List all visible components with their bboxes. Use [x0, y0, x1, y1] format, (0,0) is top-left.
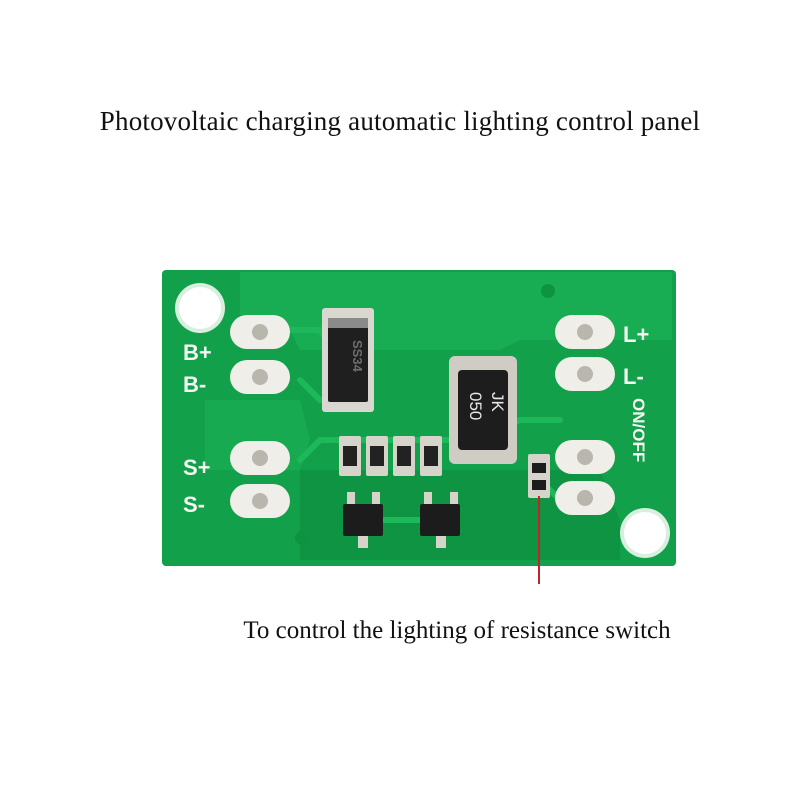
solder-pads-right: [555, 315, 615, 515]
label-s-plus: S+: [183, 455, 211, 480]
test-point: [541, 284, 555, 298]
fuse-marking-line1: JK: [488, 392, 507, 413]
label-b-minus: B-: [183, 372, 206, 397]
smd-resistor-array: [339, 436, 442, 476]
page-title: Photovoltaic charging automatic lighting…: [99, 106, 701, 136]
diode-marking: SS34: [350, 340, 365, 373]
label-on-off: ON/OFF: [629, 398, 648, 462]
solder-pads-left: [230, 315, 290, 518]
caption: To control the lighting of resistance sw…: [243, 617, 671, 644]
fuse-marking-line2: 050: [466, 392, 485, 420]
polyfuse-jk050: JK 050: [449, 356, 517, 464]
resistance-switch-component: [528, 454, 550, 498]
transistor-right: [420, 492, 460, 548]
label-l-minus: L-: [623, 364, 644, 389]
label-s-minus: S-: [183, 492, 205, 517]
transistor-left: [343, 492, 383, 548]
label-b-plus: B+: [183, 340, 212, 365]
test-point: [295, 531, 309, 545]
diode-ss34: SS34: [322, 308, 374, 412]
label-l-plus: L+: [623, 322, 649, 347]
